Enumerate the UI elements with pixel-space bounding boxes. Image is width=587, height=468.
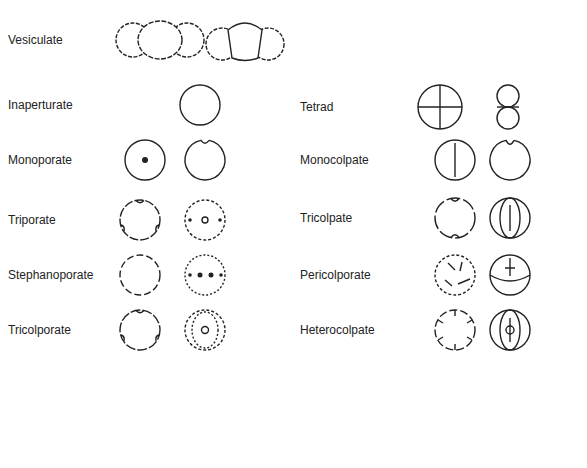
tricolporate-grain (120, 310, 225, 350)
pollen-type-label: Tetrad (300, 100, 333, 114)
pollen-type-label: Pericolporate (300, 268, 371, 282)
pollen-type-label: Vesiculate (8, 33, 63, 47)
pollen-type-label: Heterocolpate (300, 323, 375, 337)
tricolpate-grain (435, 198, 530, 238)
pollen-type-label: Monocolpate (300, 153, 369, 167)
tetrad-grain (418, 85, 519, 129)
vesiculate-grain (116, 21, 284, 61)
monocolpate-grain (435, 140, 530, 180)
pollen-type-label: Inaperturate (8, 98, 73, 112)
pollen-type-label: Stephanoporate (8, 268, 93, 282)
monoporate-grain (125, 140, 225, 180)
pollen-type-label: Tricolpate (300, 211, 352, 225)
stephanoporate-grain (120, 255, 225, 295)
triporate-grain (120, 200, 225, 240)
heterocolpate-grain (435, 310, 530, 350)
pollen-type-label: Tricolporate (8, 323, 71, 337)
pollen-type-label: Triporate (8, 213, 56, 227)
pericolporate-grain (435, 255, 530, 295)
pollen-type-label: Monoporate (8, 153, 72, 167)
inaperturate-grain (180, 85, 220, 125)
